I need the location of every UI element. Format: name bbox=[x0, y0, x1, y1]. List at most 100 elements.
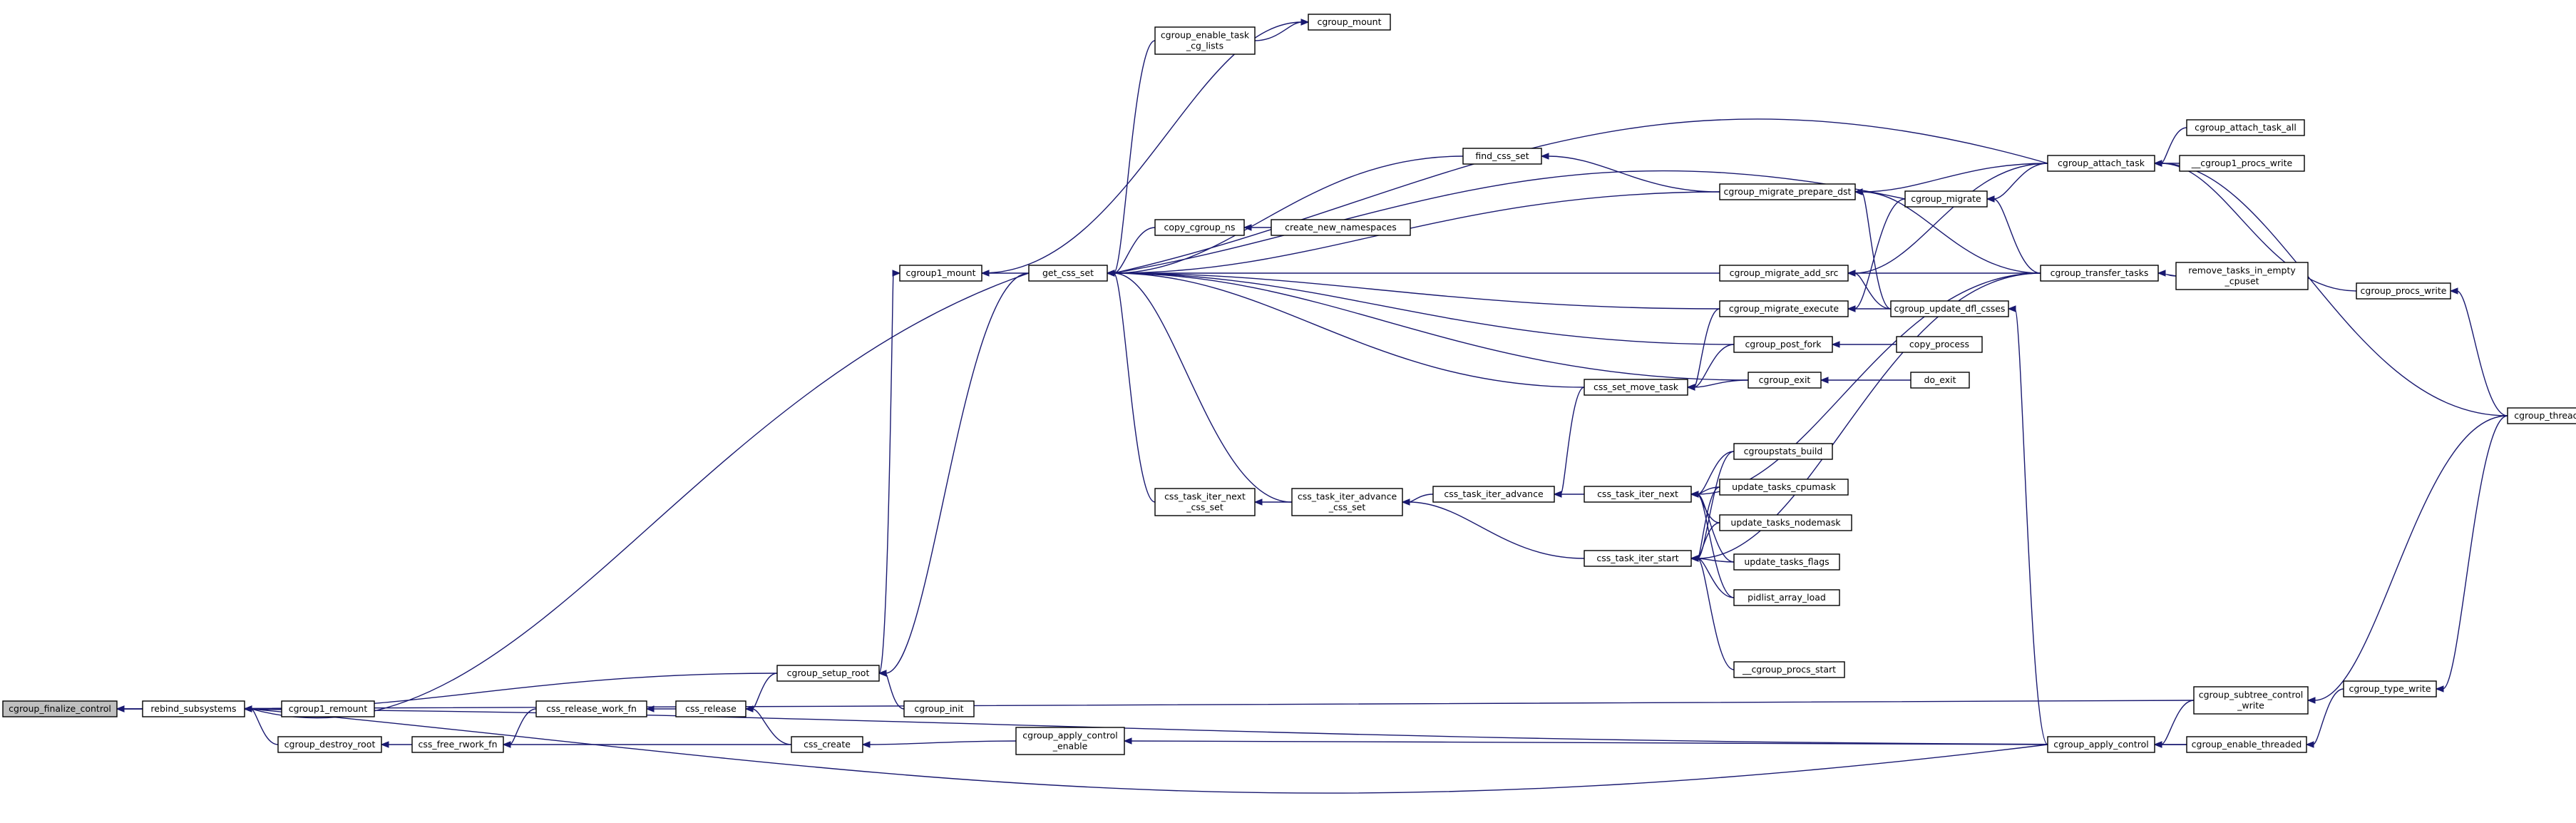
node-cgroup-transfer-tasks[interactable]: cgroup_transfer_tasks bbox=[2040, 265, 2159, 282]
node-css-release[interactable]: css_release bbox=[675, 700, 746, 717]
node-cgroup-migrate[interactable]: cgroup_migrate bbox=[1904, 190, 1988, 208]
node-css-task-iter-advance-css-set[interactable]: css_task_iter_advance_css_set bbox=[1291, 488, 1403, 516]
node-label: css_task_iter_next bbox=[1597, 489, 1678, 499]
node-box bbox=[1733, 661, 1845, 678]
node-box bbox=[411, 736, 504, 753]
node-cgroup-enable-threaded[interactable]: cgroup_enable_threaded bbox=[2186, 736, 2307, 753]
node-label: css_set_move_task bbox=[1594, 382, 1679, 392]
node-css-task-iter-start[interactable]: css_task_iter_start bbox=[1584, 550, 1692, 567]
edge-cgroup-update-dfl-csses-to-cgroup-migrate-add-src bbox=[1847, 270, 1892, 310]
node-do-exit[interactable]: do_exit bbox=[1910, 372, 1970, 389]
node-box bbox=[277, 736, 382, 753]
node-box bbox=[1910, 372, 1970, 389]
node-css-release-work-fn[interactable]: css_release_work_fn bbox=[535, 700, 647, 717]
node-box bbox=[1890, 300, 2009, 317]
node-cgroup-apply-control-enable[interactable]: cgroup_apply_control_enable bbox=[1015, 727, 1125, 755]
node-box bbox=[2193, 686, 2309, 715]
node-update-tasks-cpumask[interactable]: update_tasks_cpumask bbox=[1719, 479, 1849, 496]
node-box bbox=[2, 700, 118, 717]
node-css-task-iter-next[interactable]: css_task_iter_next bbox=[1584, 486, 1692, 503]
node-label: cgroup_procs_write bbox=[2361, 285, 2447, 296]
node-css-create[interactable]: css_create bbox=[791, 736, 863, 753]
node-cgroup-migrate-prepare-dst[interactable]: cgroup_migrate_prepare_dst bbox=[1719, 183, 1856, 200]
node-cgroupstats-build[interactable]: cgroupstats_build bbox=[1733, 443, 1833, 460]
arrowhead-icon bbox=[744, 705, 754, 712]
edge-cgroup-transfer-tasks-to-css-task-iter-start bbox=[1690, 272, 2041, 562]
node-cgroup-update-dfl-csses[interactable]: cgroup_update_dfl_csses bbox=[1890, 300, 2009, 317]
node-cgroup-apply-control[interactable]: cgroup_apply_control bbox=[2047, 736, 2155, 753]
node-cgroup1-procs-write[interactable]: __cgroup1_procs_write bbox=[2179, 155, 2305, 172]
node-label: __cgroup_procs_start bbox=[1742, 664, 1836, 675]
node-box bbox=[1028, 265, 1108, 282]
edge-css-task-iter-start-to-css-task-iter-advance-css-set bbox=[1401, 499, 1585, 559]
edge-cgroup-update-dfl-csses-to-cgroup-migrate-execute bbox=[1847, 305, 1892, 312]
node-box bbox=[2186, 736, 2307, 753]
arrowhead-icon bbox=[1847, 270, 1856, 277]
node-copy-cgroup-ns[interactable]: copy_cgroup_ns bbox=[1154, 219, 1245, 236]
node-update-tasks-flags[interactable]: update_tasks_flags bbox=[1733, 553, 1840, 571]
node-pidlist-array-load[interactable]: pidlist_array_load bbox=[1733, 589, 1840, 606]
node-create-new-namespaces[interactable]: create_new_namespaces bbox=[1271, 219, 1411, 236]
node-cgroup-exit[interactable]: cgroup_exit bbox=[1748, 372, 1822, 389]
node-box bbox=[1308, 14, 1391, 31]
node-css-task-iter-next-css-set[interactable]: css_task_iter_next_css_set bbox=[1154, 488, 1256, 516]
node-rebind-subsystems[interactable]: rebind_subsystems bbox=[142, 700, 245, 717]
node-cgroup-setup-root[interactable]: cgroup_setup_root bbox=[776, 665, 880, 682]
edge-cgroup-setup-root-to-cgroup1-mount bbox=[878, 270, 901, 674]
node-label: css_release_work_fn bbox=[546, 703, 637, 714]
node-cgroup-threads-write[interactable]: cgroup_threads_write bbox=[2507, 407, 2576, 424]
node-cgroup1-mount[interactable]: cgroup1_mount bbox=[899, 265, 982, 282]
node-box bbox=[776, 665, 880, 682]
node-box bbox=[1733, 553, 1840, 571]
node-cgroup-migrate-add-src[interactable]: cgroup_migrate_add_src bbox=[1719, 265, 1849, 282]
node-cgroup-enable-task-cg-lists[interactable]: cgroup_enable_task_cg_lists bbox=[1154, 26, 1256, 55]
node-box bbox=[1719, 479, 1849, 496]
node-cgroup-init[interactable]: cgroup_init bbox=[903, 700, 975, 717]
edge-cgroup-apply-control-to-cgroup-update-dfl-csses bbox=[2007, 305, 2048, 745]
node-cgroup-finalize-control[interactable]: cgroup_finalize_control bbox=[2, 700, 118, 717]
node-remove-tasks-in-empty-cpuset[interactable]: remove_tasks_in_empty_cpuset bbox=[2175, 262, 2309, 290]
node-label: find_css_set bbox=[1475, 150, 1529, 161]
node-label: _css_set bbox=[1186, 502, 1223, 513]
node-cgroup-migrate-execute[interactable]: cgroup_migrate_execute bbox=[1719, 300, 1849, 317]
node-label: css_task_iter_start bbox=[1596, 553, 1678, 563]
node-box bbox=[2040, 265, 2159, 282]
node-update-tasks-nodemask[interactable]: update_tasks_nodemask bbox=[1719, 514, 1852, 531]
node-cgroup-subtree-control-write[interactable]: cgroup_subtree_control_write bbox=[2193, 686, 2309, 715]
arrowhead-icon bbox=[1847, 305, 1856, 312]
edge-layer bbox=[116, 19, 2508, 794]
node-copy-process[interactable]: copy_process bbox=[1896, 336, 1983, 353]
node-css-free-rwork-fn[interactable]: css_free_rwork_fn bbox=[411, 736, 504, 753]
edge-css-free-rwork-fn-to-cgroup-destroy-root bbox=[380, 741, 412, 748]
node-cgroup-procs-start[interactable]: __cgroup_procs_start bbox=[1733, 661, 1845, 678]
node-cgroup-attach-task-all[interactable]: cgroup_attach_task_all bbox=[2186, 119, 2305, 136]
node-get-css-set[interactable]: get_css_set bbox=[1028, 265, 1108, 282]
node-box bbox=[1291, 488, 1403, 516]
node-cgroup-post-fork[interactable]: cgroup_post_fork bbox=[1733, 336, 1833, 353]
node-label: cgroup_migrate_prepare_dst bbox=[1724, 186, 1852, 197]
node-cgroup-destroy-root[interactable]: cgroup_destroy_root bbox=[277, 736, 382, 753]
node-box bbox=[791, 736, 863, 753]
node-label: create_new_namespaces bbox=[1285, 222, 1397, 232]
node-css-set-move-task[interactable]: css_set_move_task bbox=[1584, 379, 1688, 396]
node-cgroup-mount[interactable]: cgroup_mount bbox=[1308, 14, 1391, 31]
arrowhead-icon bbox=[502, 741, 511, 748]
node-label: css_free_rwork_fn bbox=[418, 739, 497, 750]
node-label: cgroup_migrate_add_src bbox=[1730, 267, 1839, 278]
node-label: cgroup_setup_root bbox=[787, 668, 870, 678]
edge-cgroup-setup-root-to-css-release bbox=[744, 673, 778, 712]
node-cgroup-procs-write[interactable]: cgroup_procs_write bbox=[2356, 282, 2451, 300]
edge-cgroup-attach-task-to-cgroup-migrate-add-src bbox=[1847, 163, 2048, 277]
node-css-task-iter-advance[interactable]: css_task_iter_advance bbox=[1432, 486, 1555, 503]
node-find-css-set[interactable]: find_css_set bbox=[1462, 148, 1542, 165]
node-cgroup-attach-task[interactable]: cgroup_attach_task bbox=[2047, 155, 2155, 172]
node-cgroup-type-write[interactable]: cgroup_type_write bbox=[2343, 680, 2437, 697]
node-box bbox=[142, 700, 245, 717]
node-label: cgroup_type_write bbox=[2349, 683, 2431, 694]
edge-cgroup-threads-write-to-cgroup-type-write bbox=[2435, 415, 2508, 692]
node-label: get_css_set bbox=[1042, 267, 1094, 278]
node-cgroup1-remount[interactable]: cgroup1_remount bbox=[281, 700, 375, 717]
node-box bbox=[1584, 379, 1688, 396]
node-box bbox=[2507, 407, 2576, 424]
edge-cgroup-post-fork-to-css-set-move-task bbox=[1686, 344, 1735, 391]
